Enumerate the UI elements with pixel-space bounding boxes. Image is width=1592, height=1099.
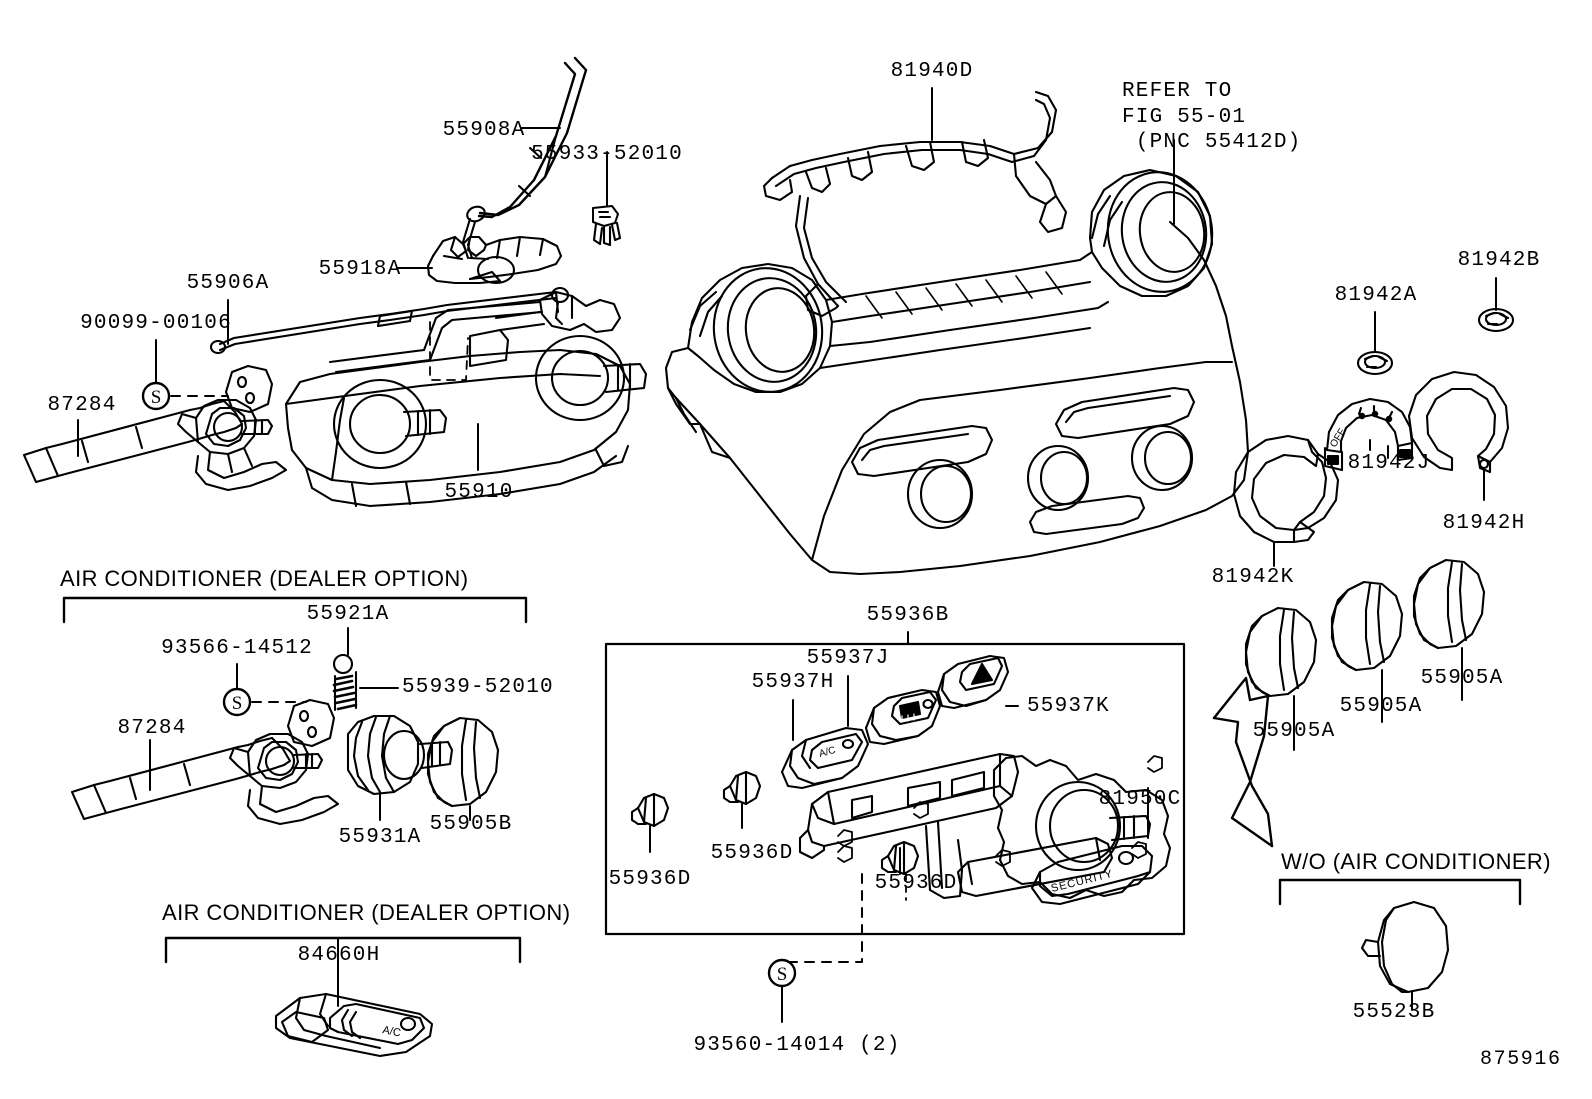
group-label-wo-ac: W/O (AIR CONDITIONER)	[1281, 849, 1551, 874]
callout-55937k: 55937K	[1027, 695, 1110, 718]
callout-55936d-left: 55936D	[608, 868, 692, 891]
callout-55905b: 55905B	[429, 813, 513, 836]
callout-55933-52010: 55933-52010	[531, 143, 683, 166]
part-55939-52010-spring	[332, 670, 358, 712]
callout-87284-upper: 87284	[47, 394, 117, 417]
part-55905a-knob-right	[1412, 558, 1486, 650]
callout-84660h: 84660H	[297, 944, 381, 967]
refer-note-line2: FIG 55-01	[1122, 105, 1247, 129]
callout-55921a: 55921A	[306, 603, 390, 626]
part-55910-assembly	[176, 290, 648, 508]
callout-55936d-mid: 55936D	[710, 842, 794, 865]
callout-93560-14014: 93560-14014 (2)	[693, 1034, 901, 1057]
callout-55936d-lower: 55936D	[874, 872, 958, 895]
part-81942b-washer	[1477, 307, 1515, 333]
callout-55908a: 55908A	[442, 119, 526, 142]
part-55918a-handle	[426, 235, 563, 285]
svg-text:A/C: A/C	[381, 1024, 401, 1039]
part-55936d-bulb-left	[630, 792, 670, 828]
part-55412d-bezel	[664, 168, 1250, 576]
part-81940d-harness	[762, 90, 1068, 318]
group-55936b-box	[604, 642, 1186, 936]
bracket-wo-ac	[1278, 878, 1522, 906]
refer-note-line1: REFER TO	[1122, 80, 1233, 103]
part-55933-52010-clip	[592, 205, 622, 247]
bracket-ac-lower	[164, 936, 522, 964]
callout-81942b: 81942B	[1457, 249, 1541, 272]
group-label-ac-lower: AIR CONDITIONER (DEALER OPTION)	[162, 900, 571, 925]
set-mark-leaders	[170, 395, 307, 703]
part-55908a-rod	[461, 56, 588, 260]
part-55937-switch-strip: A/C	[780, 654, 1010, 790]
callout-55905a-mid: 55905A	[1339, 695, 1423, 718]
callout-55906a: 55906A	[186, 272, 270, 295]
part-55523b-plug	[1360, 900, 1450, 994]
callout-55939-52010: 55939-52010	[402, 676, 554, 699]
part-55936d-bulb-lower	[880, 840, 920, 876]
part-55931a-servo	[228, 698, 454, 826]
leader-lines	[77, 87, 1497, 1023]
part-55936d-bulb-mid	[722, 770, 762, 806]
part-55921a-ball	[332, 653, 354, 675]
part-55905a-knob-mid	[1330, 580, 1404, 672]
part-55905b-knob	[426, 716, 500, 808]
part-81942k-ring	[1232, 434, 1340, 544]
callout-81942k: 81942K	[1211, 566, 1295, 589]
set-mark-letters: S S S	[151, 387, 788, 985]
callout-55918a: 55918A	[318, 258, 402, 281]
callout-90099-00106: 90099-00106	[80, 312, 232, 335]
group-label-ac-upper: AIR CONDITIONER (DEALER OPTION)	[60, 566, 469, 591]
callout-55523b: 55523B	[1352, 1001, 1436, 1024]
callout-81942j: 81942J	[1347, 452, 1431, 475]
callout-93566-14512: 93566-14512	[161, 637, 313, 660]
callout-55936b: 55936B	[866, 604, 950, 627]
callout-81940d: 81940D	[890, 60, 974, 83]
svg-text:S: S	[777, 964, 788, 985]
part-55936b-panel	[781, 752, 1172, 963]
callout-55910: 55910	[444, 481, 514, 504]
part-84660h-ac-switch: A/C	[274, 992, 434, 1058]
callout-81942h: 81942H	[1442, 512, 1526, 535]
svg-text:S: S	[151, 387, 162, 408]
callout-55937j: 55937J	[806, 647, 890, 670]
refer-note-line3: (PNC 55412D)	[1135, 131, 1302, 155]
part-55906a-cable	[209, 286, 570, 355]
part-55905a-knob-left	[1244, 606, 1318, 698]
callout-87284-lower: 87284	[117, 717, 187, 740]
bracket-ac-upper	[62, 596, 528, 624]
install-direction-arrow	[1212, 676, 1274, 848]
callout-55905a-left: 55905A	[1252, 720, 1336, 743]
callout-55931a: 55931A	[338, 826, 422, 849]
part-81942a-washer	[1356, 350, 1394, 376]
part-87284-lower	[70, 736, 292, 821]
refer-note: REFER TO FIG 55-01 (PNC 55412D)	[1122, 79, 1301, 156]
callout-55937h: 55937H	[751, 671, 835, 694]
svg-text:S: S	[232, 693, 243, 714]
callout-55905a-right: 55905A	[1420, 667, 1504, 690]
callout-81950c: 81950C	[1098, 788, 1182, 811]
callout-81942a: 81942A	[1334, 284, 1418, 307]
figure-number: 875916	[1480, 1048, 1562, 1071]
svg-text:A/C: A/C	[818, 745, 837, 760]
